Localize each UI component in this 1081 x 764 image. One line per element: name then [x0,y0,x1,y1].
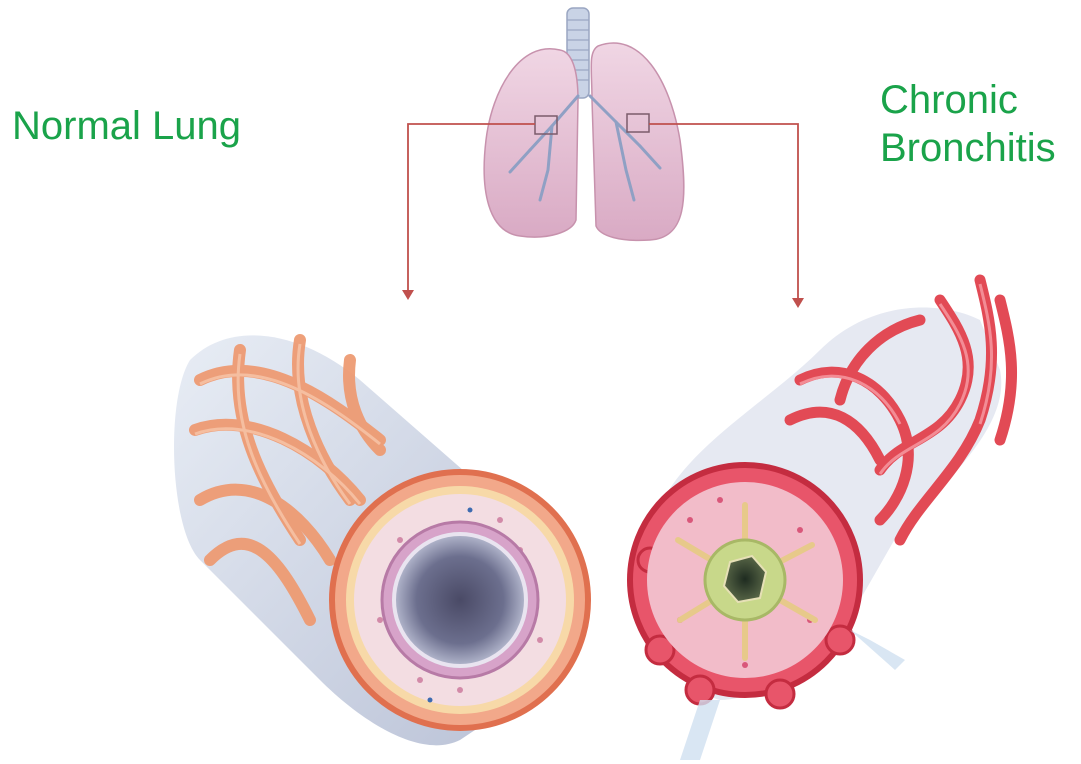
chronic-bronchitis-label-line2: Bronchitis [880,124,1056,172]
chronic-bronchitis-label-line1: Chronic [880,76,1056,124]
inflamed-airway-icon [630,280,1012,760]
normal-airway-icon [174,335,588,745]
arrowhead-left-icon [402,290,414,300]
arrowhead-right-icon [792,298,804,308]
chronic-bronchitis-label: Chronic Bronchitis [880,76,1056,172]
normal-lung-label: Normal Lung [12,102,241,150]
